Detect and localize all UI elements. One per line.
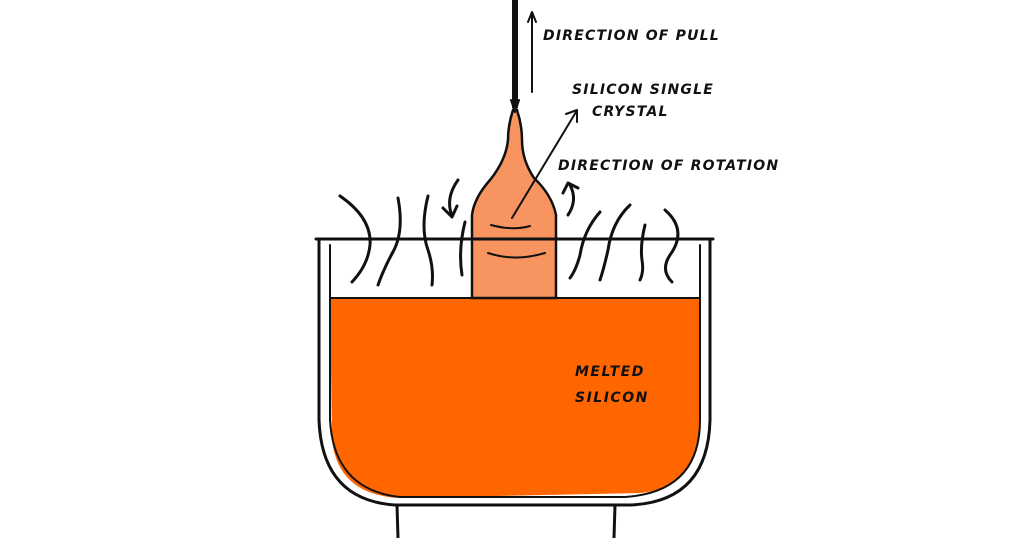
pull-arrow-icon [527, 11, 537, 93]
label-melted-silicon-line1: MELTED [575, 364, 645, 380]
label-melted-silicon-line2: SILICON [575, 390, 649, 406]
rotation-arrow-right-icon [561, 181, 580, 217]
label-silicon-single-crystal-line1: SILICON SINGLE [572, 82, 714, 98]
heat-waves-left [338, 194, 467, 287]
label-direction-of-pull: DIRECTION OF PULL [543, 28, 720, 44]
heat-waves-right [568, 203, 680, 284]
label-silicon-single-crystal-line2: CRYSTAL [592, 104, 669, 120]
crucible-stand [395, 503, 617, 538]
label-direction-of-rotation: DIRECTION OF ROTATION [558, 158, 779, 174]
crystal-pointer-arrow-icon [511, 109, 578, 219]
melted-silicon [330, 298, 700, 498]
rotation-arrow-left-icon [441, 178, 460, 219]
crucible [314, 237, 715, 507]
silicon-single-crystal [470, 108, 558, 300]
seed-rod [510, 0, 520, 113]
